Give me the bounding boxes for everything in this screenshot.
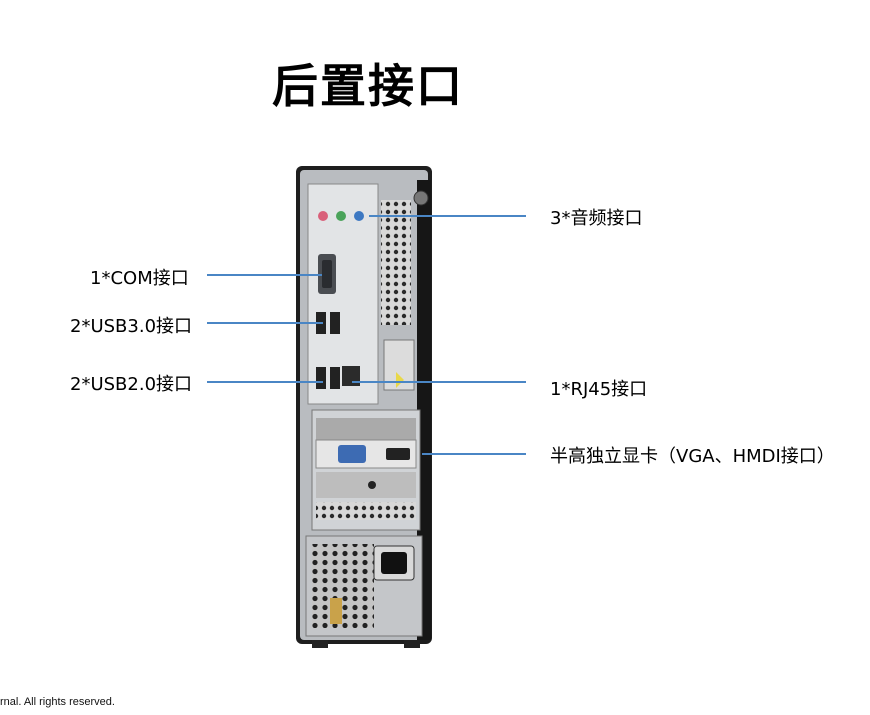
- warning-label-icon: [396, 372, 404, 388]
- gpu-hdmi-port: [386, 448, 410, 460]
- label-gpu: 半高独立显卡（VGA、HMDI接口）: [550, 446, 835, 467]
- audio-jack-blue: [354, 211, 364, 221]
- usb30-port-2: [330, 312, 340, 334]
- audio-jack-pink: [318, 211, 328, 221]
- page-title: 后置接口: [272, 59, 464, 113]
- top-vent: [381, 200, 411, 325]
- gpu-vga-port: [338, 445, 366, 463]
- io-shield: [307, 183, 379, 405]
- label-usb20: 2*USB2.0接口: [70, 374, 193, 395]
- power-socket: [381, 552, 407, 574]
- label-audio: 3*音频接口: [550, 208, 643, 229]
- label-rj45: 1*RJ45接口: [550, 379, 648, 400]
- usb20-port-1: [316, 367, 326, 389]
- power-supply: [305, 535, 423, 637]
- usb20-port-2: [330, 367, 340, 389]
- label-usb30: 2*USB3.0接口: [70, 316, 193, 337]
- leader-lines: [207, 215, 526, 455]
- label-com: 1*COM接口: [90, 268, 189, 289]
- expansion-slots: [311, 409, 421, 531]
- audio-jack-green: [336, 211, 346, 221]
- copyright-footer: rnal. All rights reserved.: [0, 696, 115, 708]
